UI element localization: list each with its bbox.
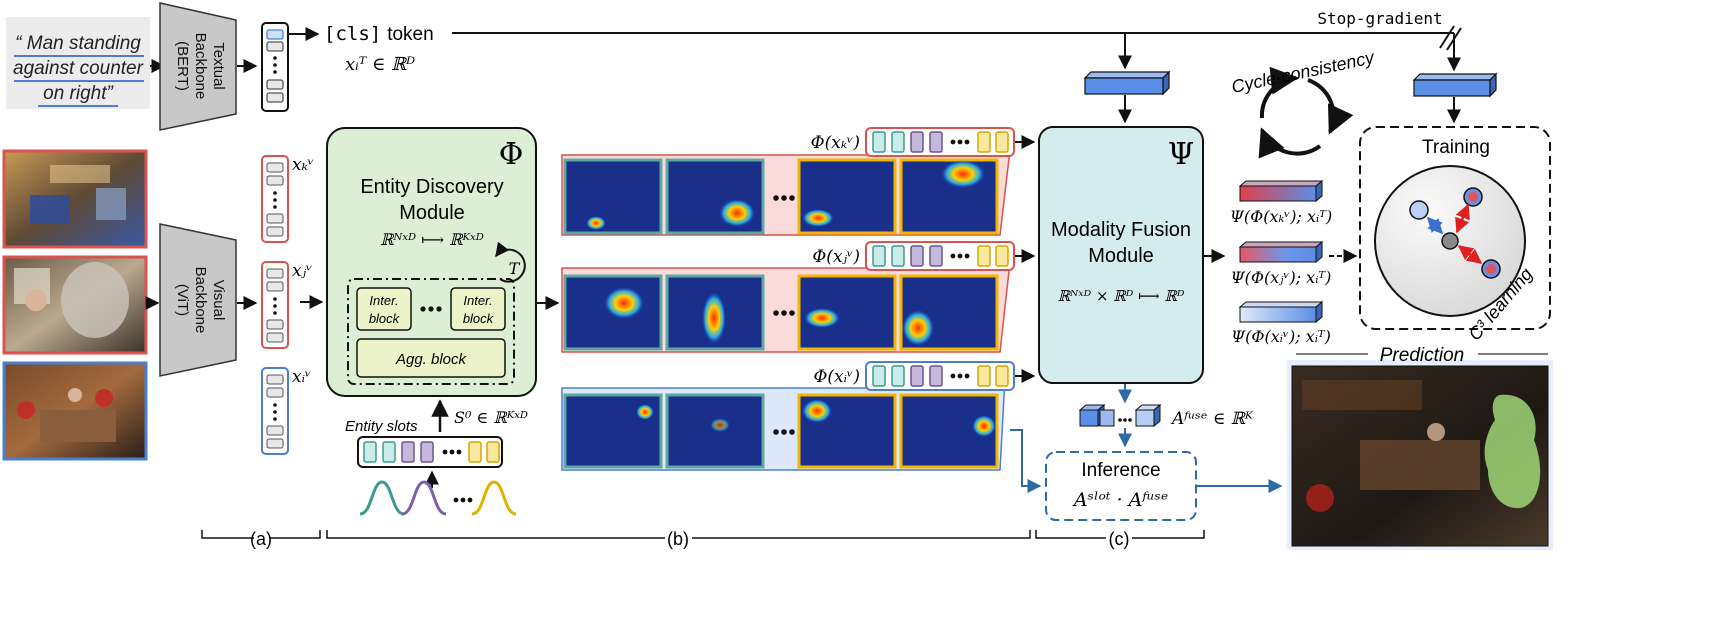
section-b-label: (b) xyxy=(667,529,689,549)
loop-label: T xyxy=(509,259,521,278)
textual-backbone-trapezoid xyxy=(159,2,237,131)
inter-dots xyxy=(420,306,442,312)
training-title: Training xyxy=(1422,137,1490,158)
entity-module-symbol: Φ xyxy=(499,137,524,172)
slot-row-i xyxy=(865,361,1015,391)
svg-text:block: block xyxy=(369,311,401,326)
feature-column-i xyxy=(261,367,289,455)
textual-backbone-line-2: Backbone xyxy=(192,33,209,100)
stop-gradient-label: Stop-gradient xyxy=(1317,9,1442,28)
fused-bar-k xyxy=(1238,179,1324,203)
inference-formula: Aˢˡᵒᵗ · Aᶠᵘˢᵉ xyxy=(1072,489,1168,511)
loop-arrow xyxy=(495,241,526,283)
feature-label-k: xₖᵛ xyxy=(292,155,314,175)
modality-fusion-module xyxy=(1038,126,1204,384)
input-frame-i xyxy=(2,361,148,461)
embedding-point-k-core xyxy=(1468,192,1478,202)
entity-slots-label: Entity slots xyxy=(345,418,418,435)
slot-output-label-i: Φ(xᵢᵛ) xyxy=(813,367,860,387)
entity-module-title-1: Entity Discovery xyxy=(360,176,503,198)
agg-block: Agg. block xyxy=(356,338,506,378)
attention-maps-k xyxy=(563,158,999,235)
fusion-module-mapping: ℝᴺˣᴰ × ℝᴰ ⟼ ℝᴰ xyxy=(1058,287,1185,305)
visual-backbone-line-2: Backbone xyxy=(192,267,209,334)
feature-column-j xyxy=(261,261,289,349)
cls-token-math: xᵢᵀ ∈ ℝᴰ xyxy=(345,54,415,75)
embedding-point-i xyxy=(1409,200,1429,220)
input-frame-k xyxy=(2,149,148,249)
slot-row-k xyxy=(865,127,1015,157)
cls-token-label: [cls]token xyxy=(324,23,434,45)
prediction-label: Prediction xyxy=(1380,345,1465,366)
svg-text:Inter.: Inter. xyxy=(463,293,492,308)
text-token-training xyxy=(1412,72,1498,98)
fusion-module-title-2: Module xyxy=(1088,245,1154,267)
attention-maps-i xyxy=(563,393,999,469)
inter-block-1: Inter. block xyxy=(356,287,412,331)
fused-label-k: Ψ(Φ(xₖᵛ); xᵢᵀ) xyxy=(1230,207,1332,226)
query-box xyxy=(6,17,150,109)
section-a-label: (a) xyxy=(250,529,272,549)
slots-to-inference-arrow xyxy=(1010,429,1042,493)
fuse-score-cubes xyxy=(1078,403,1162,428)
entity-slots-row xyxy=(357,436,503,468)
stop-gradient-slash-2 xyxy=(1446,27,1462,51)
inference-box xyxy=(1045,451,1197,521)
feature-label-j: xⱼᵛ xyxy=(292,261,312,281)
fused-label-i: Ψ(Φ(xᵢᵛ); xᵢᵀ) xyxy=(1231,327,1331,346)
fused-label-j: Ψ(Φ(xⱼᵛ); xᵢᵀ) xyxy=(1231,268,1332,287)
slot-output-label-k: Φ(xₖᵛ) xyxy=(811,133,860,153)
cycle-arrows xyxy=(1258,66,1354,159)
text-token-fusion xyxy=(1083,70,1171,96)
fusion-module-symbol: Ψ xyxy=(1168,137,1194,172)
inference-title: Inference xyxy=(1081,460,1160,481)
svg-text:Agg. block: Agg. block xyxy=(395,351,468,368)
attention-maps-j xyxy=(563,274,999,351)
query-line-2: against counter xyxy=(13,58,144,79)
feature-label-i: xᵢᵛ xyxy=(292,367,311,387)
prediction-panel xyxy=(1287,360,1553,550)
entity-slots-math: S⁰ ∈ ℝᴷˣᴰ xyxy=(454,408,528,427)
push-arrow-j xyxy=(1457,245,1483,264)
inter-block-2: Inter. block xyxy=(450,287,506,331)
cycle-label: Cycle-consistency xyxy=(1230,47,1377,97)
stop-gradient-slash-1 xyxy=(1439,25,1455,49)
query-line-1: “ Man standing xyxy=(15,33,141,54)
entity-module-mapping: ℝᴺˣᴰ ⟼ ℝᴷˣᴰ xyxy=(380,230,484,249)
slot-output-label-j: Φ(xⱼᵛ) xyxy=(812,247,860,267)
input-frame-j xyxy=(2,255,148,355)
query-line-3: on right” xyxy=(43,83,114,104)
embedding-point-j-core xyxy=(1486,264,1496,274)
visual-backbone-trapezoid xyxy=(159,223,237,377)
visual-backbone-line-3: (ViT) xyxy=(174,284,191,316)
textual-backbone-line-3: (BERT) xyxy=(174,41,191,91)
entity-module-title-2: Module xyxy=(399,202,465,224)
svg-text:Inter.: Inter. xyxy=(369,293,398,308)
section-braces xyxy=(201,530,1205,539)
pull-arrow xyxy=(1426,216,1444,235)
textual-backbone-line-1: Textual xyxy=(210,42,227,90)
gaussian-samples xyxy=(359,480,517,516)
visual-backbone-line-1: Visual xyxy=(210,280,227,321)
fuse-label: Aᶠᵘˢᵉ ∈ ℝᴷ xyxy=(1170,409,1254,429)
fused-bar-i xyxy=(1238,300,1324,324)
feature-column-k xyxy=(261,155,289,243)
push-arrow-k xyxy=(1455,203,1470,234)
embedding-anchor xyxy=(1441,232,1459,250)
query-underlines xyxy=(14,55,144,107)
section-c-label: (c) xyxy=(1109,529,1130,549)
svg-text:block: block xyxy=(463,311,495,326)
text-token-column xyxy=(261,22,289,112)
slot-row-j xyxy=(865,241,1015,271)
fusion-module-title-1: Modality Fusion xyxy=(1051,219,1191,241)
fused-bar-j xyxy=(1238,240,1324,264)
